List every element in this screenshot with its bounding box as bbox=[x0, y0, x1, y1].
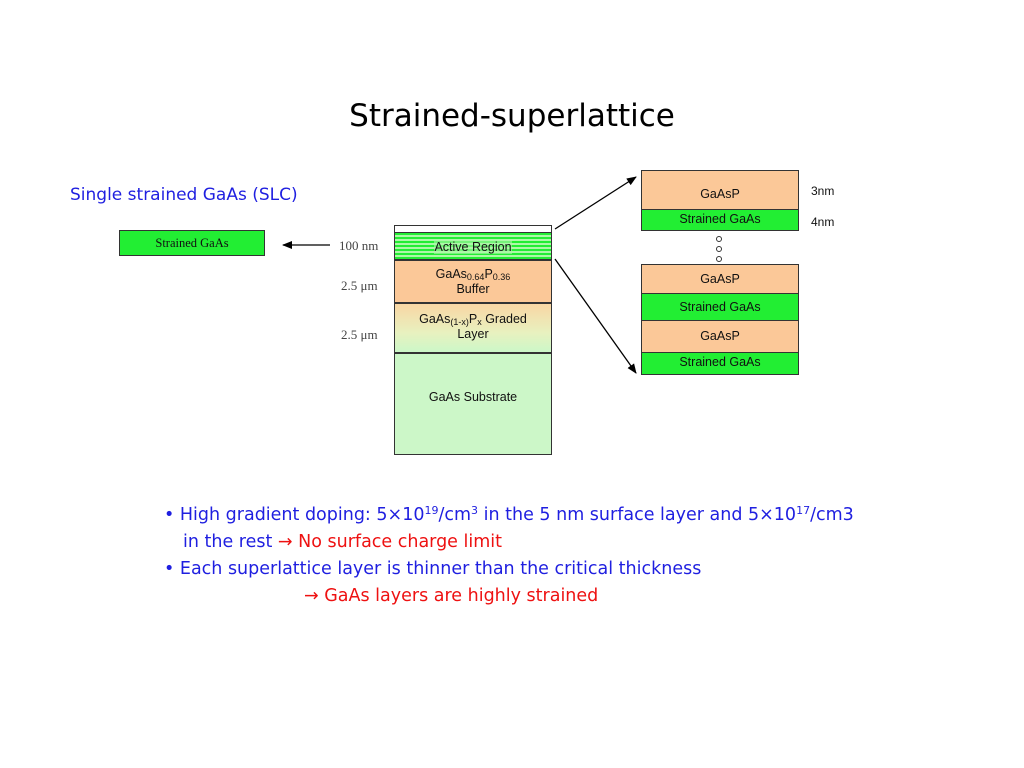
arrow-to-superlattice-bottom bbox=[554, 258, 637, 374]
sl-strained-3: Strained GaAs bbox=[641, 352, 799, 375]
sl-gaasp-1-label: GaAsP bbox=[700, 187, 740, 201]
graded-p: P bbox=[468, 312, 478, 326]
bullet-1-exp-3: 17 bbox=[796, 504, 811, 517]
buffer-sub-2: 0.36 bbox=[492, 272, 511, 282]
graded-tail: Graded bbox=[481, 312, 527, 326]
buffer-label-line2: Buffer bbox=[456, 282, 490, 296]
slc-layer-label: Strained GaAs bbox=[155, 236, 229, 250]
bullet-2: • Each superlattice layer is thinner tha… bbox=[164, 559, 702, 579]
graded-sub-2: x bbox=[477, 317, 482, 327]
bullet-1-line-2: in the rest → No surface charge limit bbox=[164, 529, 854, 556]
bullet-1-exp-1: 19 bbox=[424, 504, 439, 517]
graded-label: GaAs(1-x)Px Graded bbox=[395, 312, 551, 327]
bullet-list: • High gradient doping: 5×1019/cm3 in th… bbox=[164, 502, 854, 610]
bullet-1-exp-2: 3 bbox=[471, 504, 479, 517]
sl-gaasp-2-label: GaAsP bbox=[700, 272, 740, 286]
ellipsis-dot-2 bbox=[716, 246, 722, 252]
buffer-sub-1: 0.64 bbox=[466, 272, 485, 282]
bullet-1-mid-2: in the 5 nm surface layer and 5×10 bbox=[478, 505, 797, 525]
bullet-1-mid: /cm bbox=[438, 505, 472, 525]
buffer-label: GaAs0.64P0.36 bbox=[395, 267, 551, 282]
thickness-gaas: 4nm bbox=[811, 215, 835, 229]
graded-sub-1: (1-x) bbox=[450, 317, 469, 327]
sl-strained-2: Strained GaAs bbox=[641, 293, 799, 321]
slc-label: Single strained GaAs (SLC) bbox=[70, 185, 298, 205]
thickness-gaasp: 3nm bbox=[811, 184, 835, 198]
buffer-p: P bbox=[484, 267, 493, 281]
sl-gaasp-1: GaAsP bbox=[641, 170, 799, 210]
sl-strained-3-label: Strained GaAs bbox=[679, 355, 761, 369]
buffer-layer: GaAs0.64P0.36 Buffer bbox=[394, 260, 552, 303]
active-region-label: Active Region bbox=[434, 240, 512, 254]
ellipsis-dot-3 bbox=[716, 256, 722, 262]
bullet-1-end: /cm3 bbox=[810, 505, 854, 525]
graded-layer: GaAs(1-x)Px Graded Layer bbox=[394, 303, 552, 353]
sl-strained-2-label: Strained GaAs bbox=[679, 300, 761, 314]
slc-strained-gaas-layer: Strained GaAs bbox=[119, 230, 265, 256]
bullet-1-red-text: → No surface charge limit bbox=[277, 532, 503, 552]
ellipsis-dot-1 bbox=[716, 236, 722, 242]
active-region-layer: Active Region bbox=[394, 232, 552, 260]
bullet-1-line-2-text: in the rest bbox=[183, 532, 278, 552]
bullet-1: • High gradient doping: 5×1019/cm3 in th… bbox=[164, 502, 854, 529]
substrate-layer: GaAs Substrate bbox=[394, 353, 552, 455]
sl-gaasp-2: GaAsP bbox=[641, 264, 799, 294]
dim-graded: 2.5 μm bbox=[341, 327, 378, 342]
substrate-label: GaAs Substrate bbox=[428, 390, 518, 404]
bullet-2-red-text: → GaAs layers are highly strained bbox=[304, 586, 599, 606]
sl-strained-1: Strained GaAs bbox=[641, 209, 799, 231]
dim-active: 100 nm bbox=[339, 238, 379, 253]
sl-gaasp-3: GaAsP bbox=[641, 320, 799, 353]
graded-base: GaAs bbox=[419, 312, 451, 326]
page-title: Strained-superlattice bbox=[349, 98, 675, 134]
buffer-base: GaAs bbox=[435, 267, 467, 281]
dim-buffer: 2.5 μm bbox=[341, 278, 378, 293]
bullet-1-prefix: • High gradient doping: 5×10 bbox=[164, 505, 425, 525]
sl-gaasp-3-label: GaAsP bbox=[700, 329, 740, 343]
arrow-to-superlattice-top bbox=[554, 176, 637, 230]
graded-label-line2: Layer bbox=[457, 327, 489, 341]
sl-strained-1-label: Strained GaAs bbox=[679, 212, 761, 226]
